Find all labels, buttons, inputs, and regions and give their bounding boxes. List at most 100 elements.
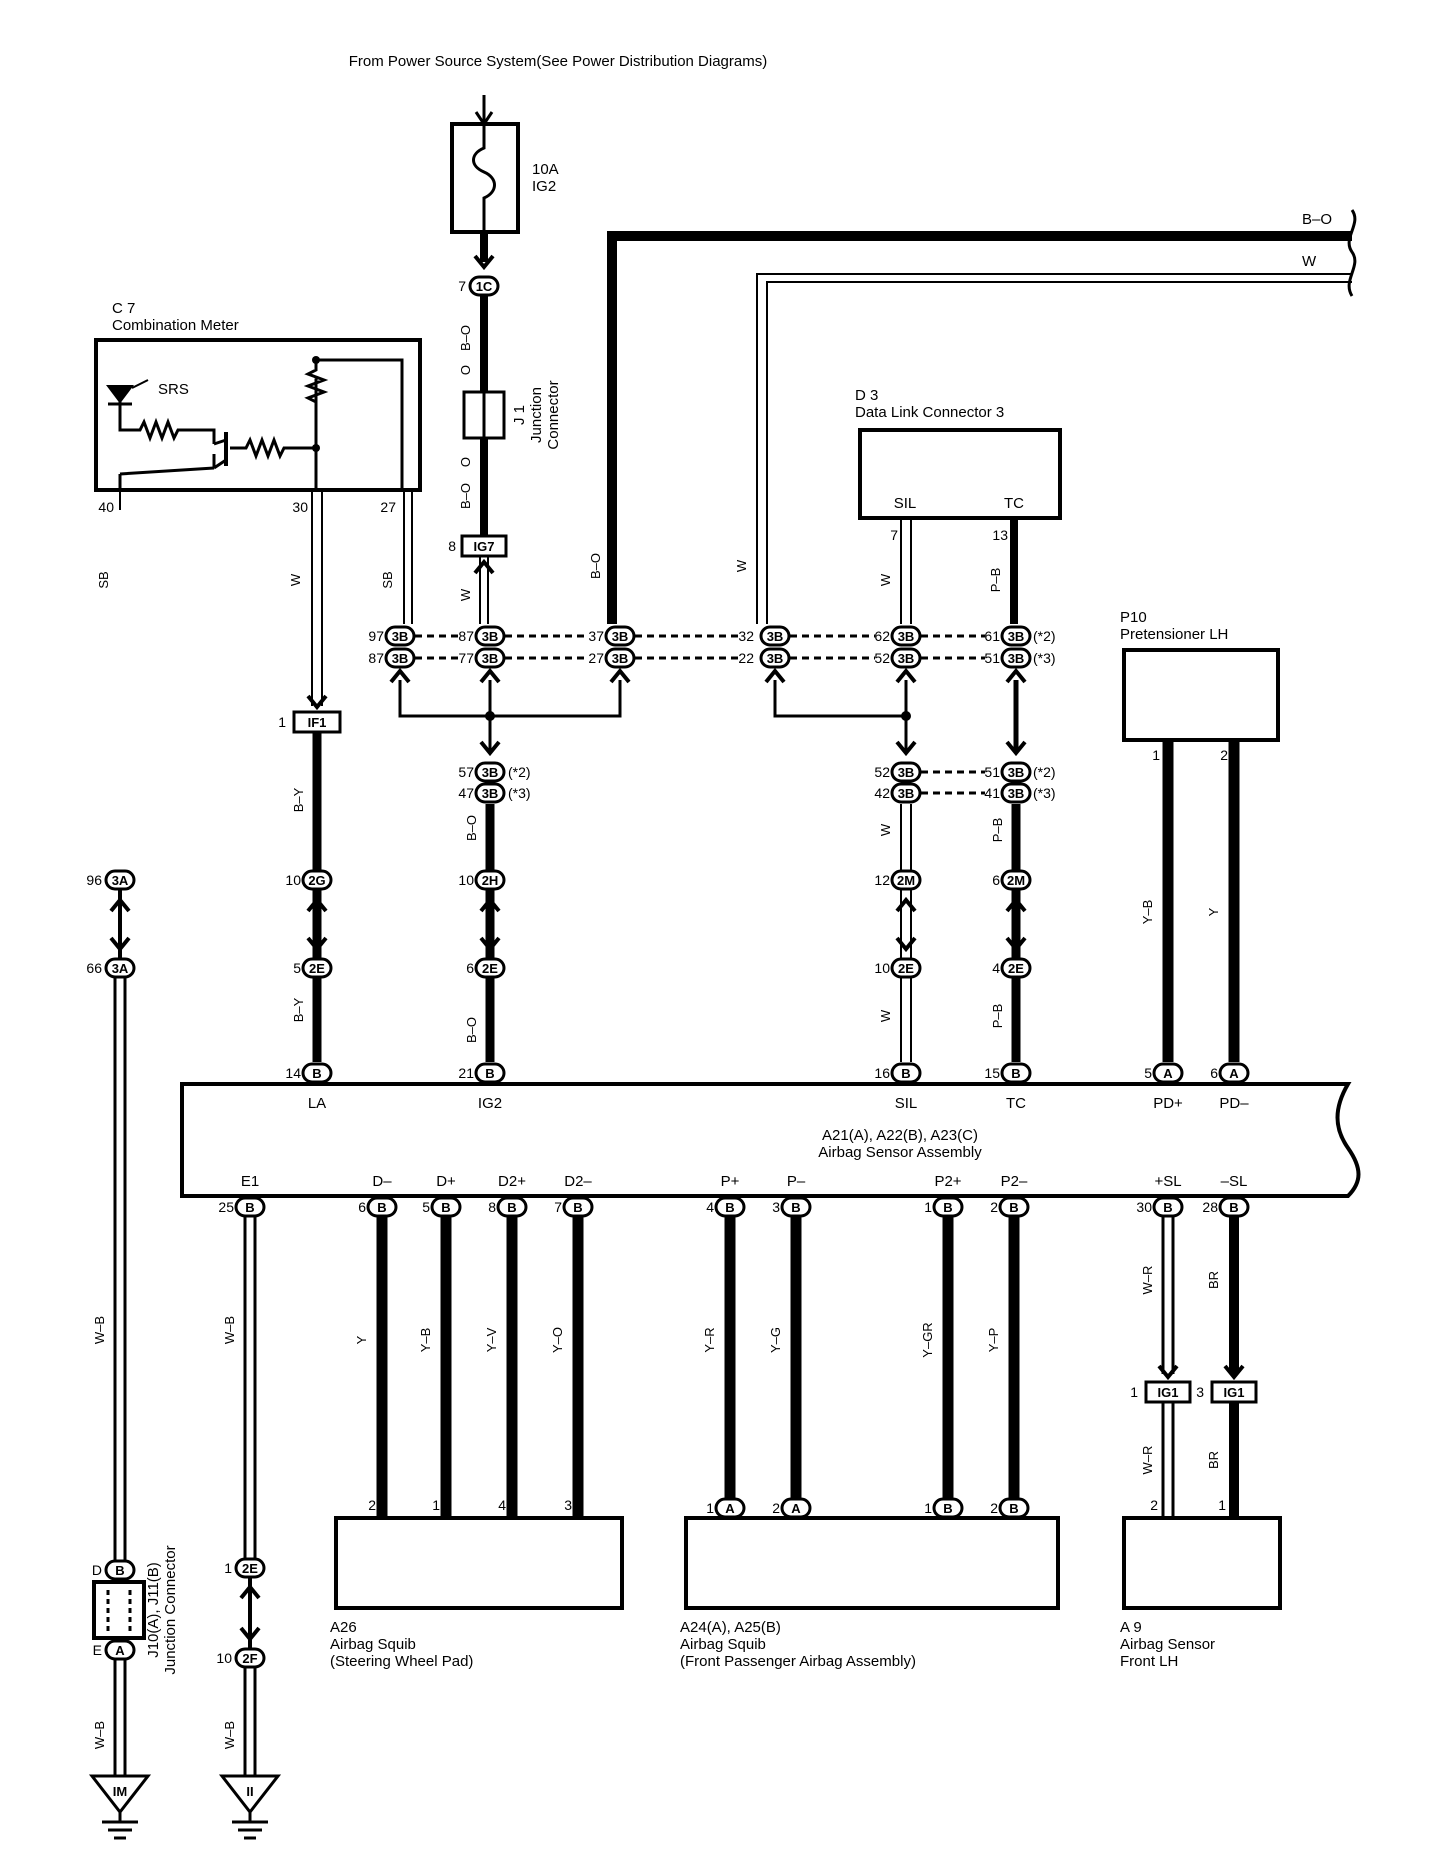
- wire-label-w-r-1: W–R: [1140, 1266, 1155, 1295]
- dlc-box: [858, 428, 1062, 520]
- sensor-front-box: [1122, 1516, 1282, 1610]
- meter-name: Combination Meter: [112, 317, 239, 334]
- pret-id: P10: [1120, 609, 1147, 626]
- wire-label-b-o-top: B–O: [1302, 211, 1332, 228]
- pret-name: Pretensioner LH: [1120, 626, 1228, 643]
- pin-27: 27: [588, 650, 604, 666]
- c3b-2a: 3B: [482, 629, 499, 644]
- pin-16: 16: [874, 1065, 890, 1081]
- pin-14: 14: [285, 1065, 301, 1081]
- conn-2e-3: 2E: [898, 961, 914, 976]
- term-d-p: D+: [436, 1173, 456, 1190]
- conn-2e-4: 2E: [1008, 961, 1024, 976]
- c3b-7a: 3B: [482, 765, 499, 780]
- b-d2-m: B: [573, 1200, 582, 1215]
- pin-15: 15: [984, 1065, 1000, 1081]
- fuse-name: IG2: [532, 178, 556, 195]
- sq1-pin-1: 1: [432, 1497, 440, 1513]
- sensor-front-name: Airbag Sensor: [1120, 1636, 1215, 1653]
- note-3-a: (*3): [1033, 650, 1056, 666]
- ground-im-sym: [102, 1812, 138, 1840]
- bus-left: [398, 680, 622, 752]
- conn-2g: 2G: [308, 873, 325, 888]
- meter-pin-40: 40: [98, 499, 114, 515]
- pin-10-2f: 10: [216, 1650, 232, 1666]
- conn-2m-1: 2M: [897, 873, 915, 888]
- pin-37: 37: [588, 628, 604, 644]
- sf-pin-2: 2: [1150, 1497, 1158, 1513]
- conn-j10-b: B: [115, 1563, 124, 1578]
- pin-61: 61: [984, 628, 1000, 644]
- term-tc: TC: [1006, 1095, 1026, 1112]
- pin-6-pd: 6: [1210, 1065, 1218, 1081]
- junction-j10-dash: [106, 1590, 132, 1632]
- conn-2e-5: 2E: [242, 1561, 258, 1576]
- pin-30-sl: 30: [1136, 1199, 1152, 1215]
- sensor-box: [180, 1082, 1361, 1198]
- squib-wheel-sub: (Steering Wheel Pad): [330, 1653, 473, 1670]
- wire-label-w-4: W: [878, 823, 893, 836]
- pin-7-1c: 7: [458, 278, 466, 294]
- c3b-6a: 3B: [1008, 629, 1025, 644]
- sq2-pin-1b: 1: [924, 1500, 932, 1516]
- pin-47: 47: [458, 785, 474, 801]
- dlc-sil: SIL: [894, 495, 917, 512]
- pin-52a: 52: [874, 650, 890, 666]
- note-2-a: (*2): [1033, 628, 1056, 644]
- break-mark: [1347, 209, 1357, 297]
- ground-im: [88, 1774, 152, 1815]
- t-la-b: B: [312, 1066, 321, 1081]
- wire-label-w-ig7: W: [458, 588, 473, 601]
- conn-2e-1: 2E: [309, 961, 325, 976]
- wire-label-p-b-2: P–B: [990, 818, 1005, 843]
- t-tc-b: B: [1011, 1066, 1020, 1081]
- conn-3a-2: 3A: [112, 961, 129, 976]
- c3b-3a: 3B: [612, 629, 629, 644]
- pin-12-2m: 12: [874, 872, 890, 888]
- junction-j10-name: Junction Connector: [162, 1545, 179, 1674]
- c3b-8b: 3B: [898, 786, 915, 801]
- wire-label-p-b-1: P–B: [988, 568, 1003, 593]
- t-sil-b: B: [901, 1066, 910, 1081]
- arrow-if1: [306, 694, 328, 709]
- pin-96: 96: [86, 872, 102, 888]
- wire-label-b-o-1: B–O: [458, 325, 473, 351]
- wire-label-y-gr: Y–GR: [920, 1322, 935, 1357]
- wire-w-main2: [766, 281, 1352, 624]
- pin-10-2e: 10: [874, 960, 890, 976]
- meter-pin-30: 30: [292, 499, 308, 515]
- pin-1-p2: 1: [924, 1199, 932, 1215]
- wire-label-y-2: Y: [354, 1335, 369, 1344]
- wire-label-br-2: BR: [1206, 1451, 1221, 1469]
- squib-wheel-name: Airbag Squib: [330, 1636, 416, 1653]
- dlc-name: Data Link Connector 3: [855, 404, 1004, 421]
- wire-label-w-top: W: [1302, 253, 1317, 270]
- t-pdm-a: A: [1229, 1066, 1239, 1081]
- pin-5-pd: 5: [1144, 1065, 1152, 1081]
- pin-1-if1: 1: [278, 714, 286, 730]
- sq2-a1: A: [725, 1501, 735, 1516]
- pin-22: 22: [738, 650, 754, 666]
- sensor-front-id: A 9: [1120, 1619, 1142, 1636]
- arrow-ig7: [473, 560, 495, 575]
- squib-pass-sub: (Front Passenger Airbag Assembly): [680, 1653, 916, 1670]
- dlc-pin-sil: 7: [890, 527, 898, 543]
- meter-pin-27: 27: [380, 499, 396, 515]
- pin-10-2g: 10: [285, 872, 301, 888]
- conn-ig7: IG7: [474, 539, 495, 554]
- term-p-p: P+: [721, 1173, 740, 1190]
- conn-j10-a: A: [115, 1643, 125, 1658]
- pin-97: 97: [368, 628, 384, 644]
- note-2-c: (*2): [1033, 764, 1056, 780]
- term-pd-m: PD–: [1219, 1095, 1249, 1112]
- pin-6-2e: 6: [466, 960, 474, 976]
- dlc-id: D 3: [855, 387, 878, 404]
- conn-if1: IF1: [308, 715, 327, 730]
- wire-label-y-b-1: Y–B: [1140, 900, 1155, 925]
- c3b-3b: 3B: [612, 651, 629, 666]
- wire-label-sb-1: SB: [96, 571, 111, 588]
- wire-label-w-3: W: [878, 573, 893, 586]
- c3b-7b: 3B: [482, 786, 499, 801]
- c3b-4a: 3B: [767, 629, 784, 644]
- c3b-2b: 3B: [482, 651, 499, 666]
